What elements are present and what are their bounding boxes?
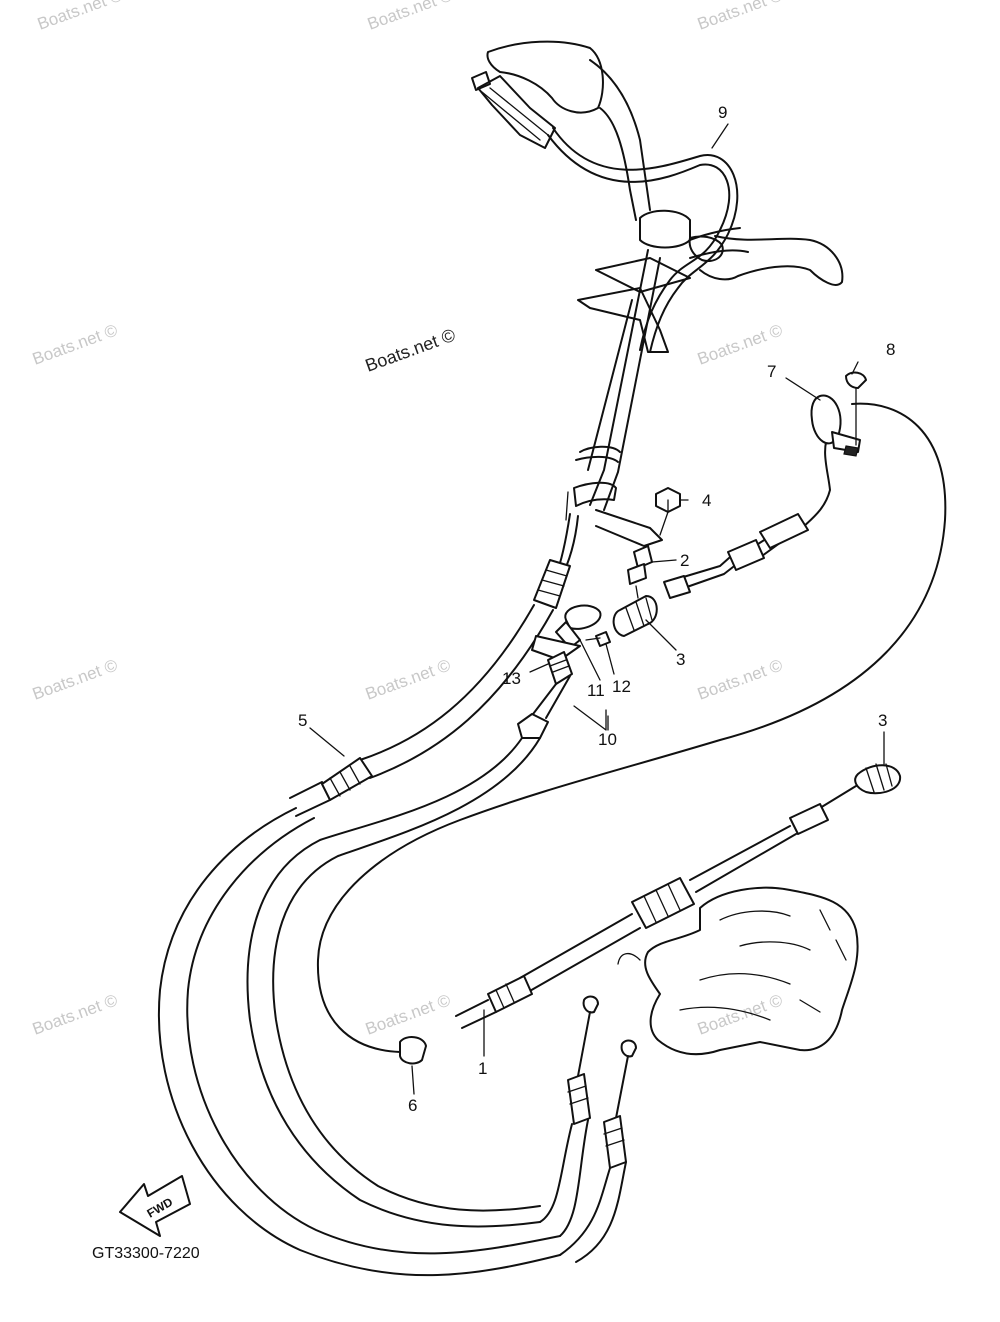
callout-9: 9 bbox=[718, 103, 727, 122]
callouts: 9 8 7 4 2 3 12 11 13 10 5 3 1 6 bbox=[298, 103, 895, 1115]
callout-6: 6 bbox=[408, 1096, 417, 1115]
leader-lines bbox=[309, 123, 885, 1095]
throttle-cable-9 bbox=[547, 127, 739, 353]
right-cable-loop bbox=[316, 402, 947, 1053]
watermark: Boats.net © bbox=[30, 990, 121, 1038]
shift-cable-1 bbox=[455, 763, 902, 1029]
bolt-2 bbox=[627, 545, 653, 599]
callout-7: 7 bbox=[767, 362, 776, 381]
watermark: Boats.net © bbox=[30, 320, 121, 368]
callout-1: 1 bbox=[478, 1059, 487, 1078]
nut-4 bbox=[655, 487, 681, 536]
screw-8 bbox=[845, 371, 867, 446]
cable-end-3-upper bbox=[612, 595, 658, 637]
watermark: Boats.net © bbox=[695, 990, 786, 1038]
upper-throttle-cable bbox=[663, 513, 809, 599]
callout-8: 8 bbox=[886, 340, 895, 359]
watermark: Boats.net © bbox=[695, 0, 786, 34]
fwd-arrow-icon: FWD bbox=[119, 1175, 191, 1237]
engine-cable-ends bbox=[539, 995, 637, 1263]
engine-block bbox=[617, 886, 859, 1056]
watermark: Boats.net © bbox=[363, 655, 454, 703]
bracket-11-12-13 bbox=[517, 604, 611, 739]
callout-10: 10 bbox=[598, 730, 617, 749]
callout-4: 4 bbox=[702, 491, 711, 510]
watermark: Boats.net © bbox=[363, 990, 454, 1038]
watermark: Boats.net © bbox=[35, 0, 126, 34]
callout-11: 11 bbox=[587, 681, 605, 700]
handlebar-assembly bbox=[471, 40, 844, 547]
callout-12: 12 bbox=[612, 677, 631, 696]
callout-13: 13 bbox=[502, 669, 521, 688]
cable-middle bbox=[246, 737, 541, 1228]
watermark: Boats.net © bbox=[365, 0, 456, 34]
watermark: Boats.net © bbox=[30, 655, 121, 703]
cap-6 bbox=[399, 1036, 427, 1065]
clamp-7 bbox=[810, 394, 861, 457]
drawing-code: GT33300-7220 bbox=[92, 1245, 200, 1262]
callout-2: 2 bbox=[680, 551, 689, 570]
callout-5: 5 bbox=[298, 711, 307, 730]
watermark: Boats.net © bbox=[695, 655, 786, 703]
watermark-main: Boats.net © bbox=[363, 325, 458, 376]
callout-3-upper: 3 bbox=[676, 650, 685, 669]
callout-3-lower: 3 bbox=[878, 711, 887, 730]
cable-5 bbox=[157, 513, 579, 1277]
